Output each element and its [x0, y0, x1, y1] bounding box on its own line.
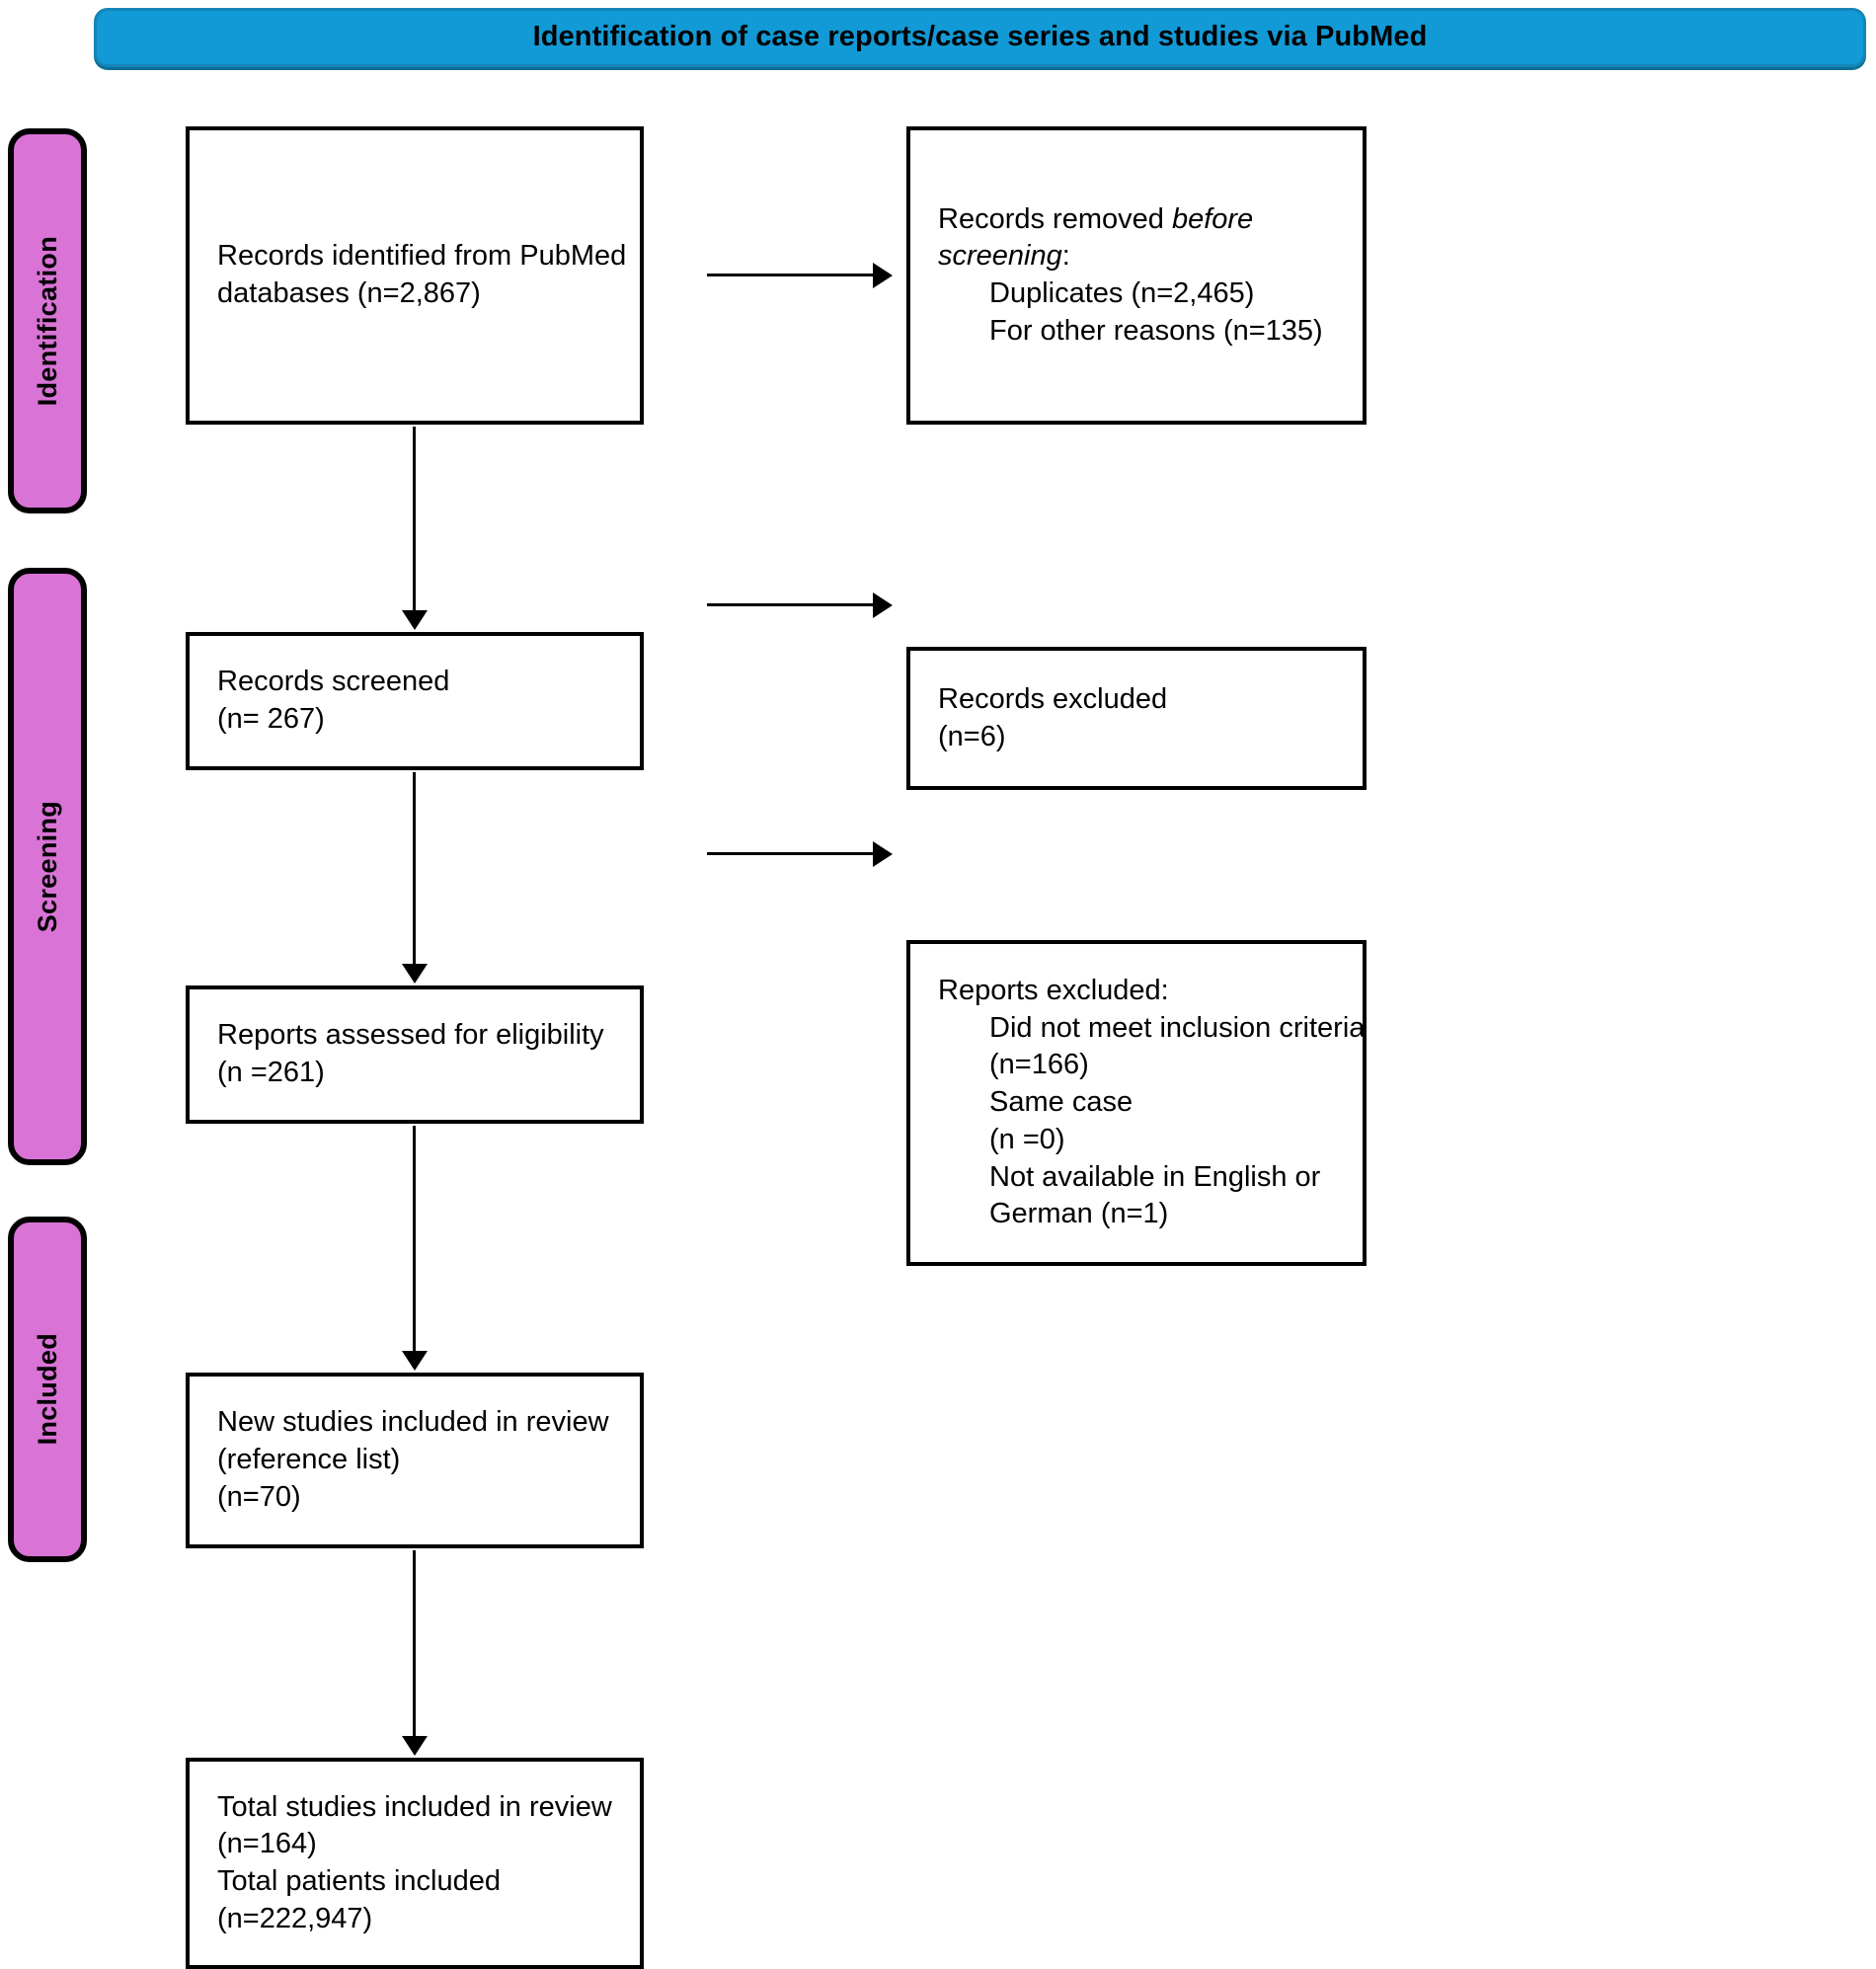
stage-label-identification: Identification	[32, 235, 62, 407]
arrow-head	[873, 841, 893, 867]
arrow-screened-to-eligibility-icon	[402, 772, 428, 984]
arrow-shaft	[413, 1550, 416, 1736]
page-title: Identification of case reports/case seri…	[532, 21, 1428, 53]
arrow-head	[402, 1351, 428, 1371]
records-excluded-line-1: Records excluded	[938, 682, 1168, 715]
records-removed-italic-screening: screening	[938, 240, 1062, 273]
reports-excluded-line-6: German (n=1)	[989, 1198, 1169, 1230]
arrow-shaft	[413, 1126, 416, 1351]
arrow-head	[873, 592, 893, 618]
reports-excluded-line-5: Not available in English or	[989, 1160, 1321, 1193]
total-line-1: Total studies included in review	[217, 1790, 612, 1823]
arrow-shaft	[413, 427, 416, 610]
box-reports-excluded: Reports excluded: Did not meet inclusion…	[906, 940, 1367, 1266]
new-studies-line-3: (n=70)	[217, 1480, 301, 1513]
total-line-3: Total patients included	[217, 1865, 501, 1897]
arrow-screened-to-records-excluded-icon	[707, 592, 893, 618]
arrow-head	[402, 964, 428, 984]
total-line-2: (n=164)	[217, 1828, 317, 1860]
box-records-identified: Records identified from PubMed databases…	[186, 126, 644, 425]
stage-label-included: Included	[32, 1333, 62, 1446]
records-removed-other-reasons: For other reasons (n=135)	[989, 314, 1323, 347]
arrow-eligibility-to-reports-excluded-icon	[707, 841, 893, 867]
reports-excluded-heading: Reports excluded:	[938, 975, 1169, 1007]
records-identified-line-1: Records identified from PubMed	[217, 240, 627, 273]
box-total-included: Total studies included in review (n=164)…	[186, 1758, 644, 1969]
box-records-excluded: Records excluded (n=6)	[906, 647, 1367, 790]
stage-band-identification: Identification	[8, 128, 87, 513]
records-removed-colon: :	[1061, 240, 1070, 273]
box-reports-assessed-eligibility: Reports assessed for eligibility (n =261…	[186, 985, 644, 1124]
records-removed-line-2: screening:	[938, 238, 1335, 276]
total-line-4: (n=222,947)	[217, 1902, 373, 1934]
records-screened-line-2: (n= 267)	[217, 703, 325, 735]
box-new-studies-included: New studies included in review (referenc…	[186, 1373, 644, 1548]
box-records-removed: Records removed before screening: Duplic…	[906, 126, 1367, 425]
arrow-shaft	[707, 852, 873, 855]
stage-label-screening: Screening	[32, 800, 62, 933]
arrow-shaft	[413, 772, 416, 964]
records-removed-prefix: Records removed	[938, 202, 1172, 235]
stage-band-screening: Screening	[8, 568, 87, 1165]
records-identified-line-2: databases (n=2,867)	[217, 277, 481, 309]
eligibility-line-1: Reports assessed for eligibility	[217, 1019, 604, 1052]
reports-excluded-line-1: Did not meet inclusion criteria	[989, 1011, 1366, 1044]
records-removed-line-1: Records removed before	[938, 201, 1335, 239]
records-screened-line-1: Records screened	[217, 666, 450, 698]
arrow-identified-to-removed-icon	[707, 263, 893, 288]
box-records-screened: Records screened (n= 267)	[186, 632, 644, 770]
eligibility-line-2: (n =261)	[217, 1057, 325, 1088]
arrow-head	[402, 610, 428, 630]
arrow-new-studies-to-total-icon	[402, 1550, 428, 1756]
records-removed-italic-before: before	[1171, 202, 1254, 235]
new-studies-line-1: New studies included in review	[217, 1406, 609, 1439]
reports-excluded-line-2: (n=166)	[989, 1049, 1089, 1081]
records-removed-duplicates: Duplicates (n=2,465)	[989, 277, 1255, 309]
arrow-shaft	[707, 603, 873, 606]
reports-excluded-line-4: (n =0)	[989, 1123, 1065, 1155]
arrow-identified-to-screened-icon	[402, 427, 428, 630]
arrow-shaft	[707, 274, 873, 276]
arrow-head	[873, 263, 893, 288]
arrow-head	[402, 1736, 428, 1756]
arrow-eligibility-to-new-studies-icon	[402, 1126, 428, 1371]
records-excluded-line-2: (n=6)	[938, 720, 1006, 752]
stage-band-included: Included	[8, 1217, 87, 1562]
reports-excluded-line-3: Same case	[989, 1086, 1133, 1119]
new-studies-line-2: (reference list)	[217, 1444, 401, 1476]
diagram-header-banner: Identification of case reports/case seri…	[94, 8, 1866, 67]
